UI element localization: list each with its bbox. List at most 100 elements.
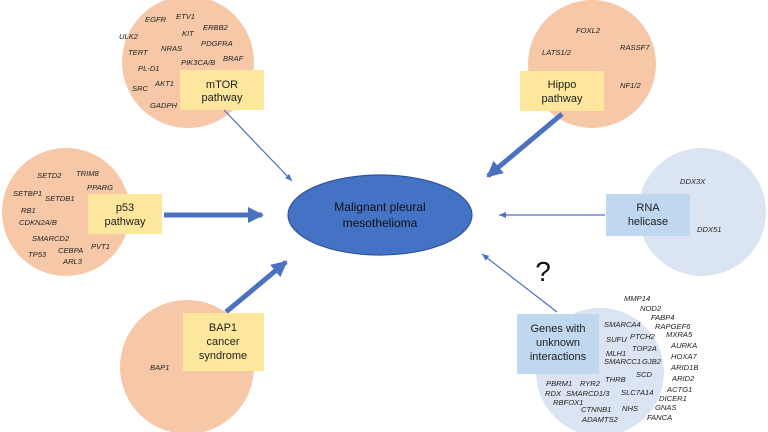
hippo-arrow — [486, 112, 564, 178]
gene-label: GADPH — [150, 101, 178, 110]
gene-label: ADAMTS2 — [581, 415, 619, 424]
gene-label: MLH1 — [606, 349, 626, 358]
gene-label: NOD2 — [640, 304, 662, 313]
unknown-label-line-1: Genes with — [530, 323, 585, 335]
rna-circle — [638, 148, 766, 276]
gene-label: PL-D1 — [138, 64, 160, 73]
gene-label: SMARCC1 — [604, 357, 641, 366]
mtor-label-line-1: mTOR — [206, 79, 238, 91]
mtor-label-line-2: pathway — [202, 92, 243, 104]
gene-label: DDX51 — [697, 225, 721, 234]
gene-label: CEBPA — [58, 246, 83, 255]
gene-label: GNAS — [655, 403, 677, 412]
bap1-label-line-2: cancer — [206, 336, 239, 348]
gene-label: SETBP1 — [13, 189, 42, 198]
gene-label: SUFU — [606, 335, 627, 344]
gene-label: NHS — [622, 404, 638, 413]
gene-label: ETV1 — [176, 12, 195, 21]
rna-label-line-2: helicase — [628, 216, 668, 228]
gene-label: RDX — [545, 389, 562, 398]
unknown-label-line-2: unknown — [536, 337, 580, 349]
center-label-line-2: mesothelioma — [343, 216, 418, 230]
gene-label: RB1 — [21, 206, 36, 215]
gene-label: MXRA5 — [666, 330, 693, 339]
gene-label: LATS1/2 — [542, 48, 572, 57]
gene-label: DDX3X — [680, 177, 706, 186]
gene-label: TOP2A — [632, 344, 657, 353]
gene-label: TP53 — [28, 250, 47, 259]
p53-label-line-2: pathway — [105, 216, 146, 228]
gene-label: SCD — [636, 370, 653, 379]
gene-label: SMARCA4 — [604, 320, 641, 329]
hippo-label-line-2: pathway — [542, 93, 583, 105]
gene-label: CDKN2A/B — [19, 218, 57, 227]
center-label-line-1: Malignant pleural — [334, 200, 425, 214]
gene-label: RBFOX1 — [553, 398, 583, 407]
unknown-gene-labels: MMP14 NOD2 FABP4 SMARCA4 RAPGEF6 PTCH2 M… — [545, 294, 698, 424]
gene-label: EGFR — [145, 15, 167, 24]
gene-label: DICER1 — [659, 394, 687, 403]
gene-label: SRC — [132, 84, 149, 93]
gene-label: PBRM1 — [546, 379, 572, 388]
center-ellipse — [287, 174, 473, 256]
gene-label: RYR2 — [580, 379, 601, 388]
gene-label: TRIM8 — [76, 169, 100, 178]
gene-label: PDGFRA — [201, 39, 233, 48]
rna-box — [606, 194, 690, 236]
rna-label-line-1: RNA — [636, 202, 660, 214]
gene-label: RAPGEF6 — [655, 322, 691, 331]
gene-label: SETD2 — [37, 171, 62, 180]
question-mark: ? — [535, 256, 551, 287]
gene-label: CTNNB1 — [581, 405, 611, 414]
gene-label: AKT1 — [154, 79, 174, 88]
gene-label: AURKA — [670, 341, 697, 350]
p53-box — [88, 194, 162, 234]
gene-label: BRAF — [223, 54, 244, 63]
hippo-gene-labels: FOXL2 LATS1/2 RASSF7 NF1/2 — [542, 26, 650, 90]
bap1-label-line-3: syndrome — [199, 350, 247, 362]
gene-label: ARL3 — [62, 257, 83, 266]
hippo-box — [520, 71, 604, 111]
gene-label: MMP14 — [624, 294, 650, 303]
gene-label: ULK2 — [119, 32, 139, 41]
mtor-box — [180, 70, 264, 110]
gene-label: PPARG — [87, 183, 113, 192]
gene-label: SETDB1 — [45, 194, 75, 203]
unknown-arrow — [481, 253, 558, 313]
bap1-label-line-1: BAP1 — [209, 322, 237, 334]
p53-circle — [2, 148, 130, 276]
mtor-arrow — [223, 109, 293, 182]
gene-label: ARID1B — [670, 363, 698, 372]
gene-label: THRB — [605, 375, 626, 384]
gene-label: ERBB2 — [203, 23, 229, 32]
gene-label: PVT1 — [91, 242, 110, 251]
gene-label: SLC7A14 — [621, 388, 654, 397]
bap1-box — [183, 313, 264, 371]
gene-label: RASSF7 — [620, 43, 650, 52]
p53-gene-labels: SETD2 TRIM8 SETBP1 SETDB1 PPARG RB1 CDKN… — [13, 169, 113, 266]
bap1-arrow — [224, 260, 288, 314]
gene-label: FANCA — [647, 413, 672, 422]
mtor-gene-labels: EGFR ETV1 ULK2 ERBB2 KIT TERT NRAS PDGFR… — [119, 12, 244, 110]
gene-label: HOXA7 — [671, 352, 698, 361]
unknown-box — [517, 314, 599, 374]
gene-label: FABP4 — [651, 313, 675, 322]
gene-label: TERT — [128, 48, 149, 57]
gene-label: SMARCD2 — [32, 234, 70, 243]
unknown-label-line-3: interactions — [530, 351, 587, 363]
rna-gene-labels: DDX3X DDX51 — [680, 177, 721, 234]
gene-label: PTCH2 — [630, 332, 656, 341]
gene-label: PIK3CA/B — [181, 58, 215, 67]
gene-label: KIT — [182, 29, 195, 38]
gene-label: GJB2 — [642, 357, 662, 366]
bap1-gene-labels: BAP1 — [150, 363, 169, 372]
hippo-label-line-1: Hippo — [548, 79, 577, 91]
gene-label: BAP1 — [150, 363, 169, 372]
p53-label-line-1: p53 — [116, 202, 134, 214]
gene-label: SMARCD1/3 — [566, 389, 610, 398]
gene-label: NRAS — [161, 44, 182, 53]
gene-label: NF1/2 — [620, 81, 641, 90]
gene-label: FOXL2 — [576, 26, 601, 35]
gene-label: ACTG1 — [666, 385, 692, 394]
